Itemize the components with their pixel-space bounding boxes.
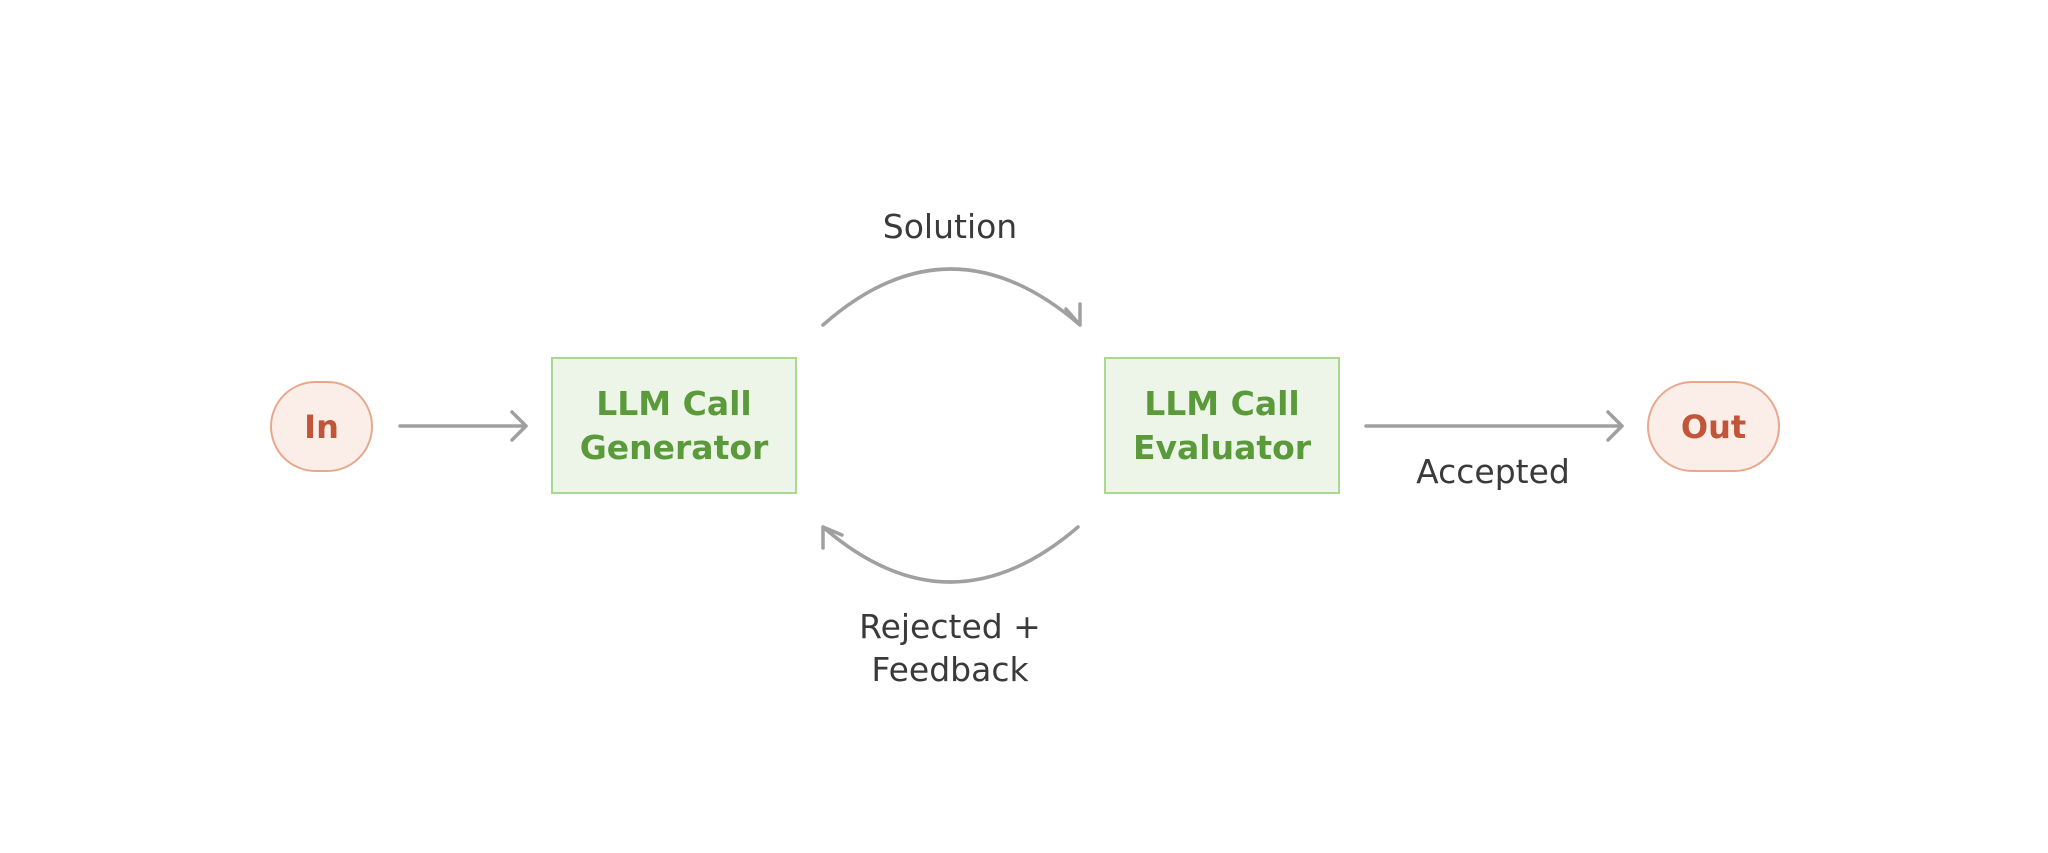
feedback-label: Rejected + Feedback [830,605,1070,691]
evaluator-line1: LLM Call [1144,383,1300,423]
generator-node: LLM Call Generator [551,357,797,494]
in-node-label: In [304,407,339,446]
accepted-label: Accepted [1416,452,1570,491]
evaluator-line2: Evaluator [1132,427,1312,467]
feedback-label-line1: Rejected + [859,607,1041,646]
generator-line1: LLM Call [596,383,752,423]
feedback-arc-arrow [821,525,1080,584]
out-node: Out [1647,381,1780,472]
solution-arc-arrow [821,267,1082,327]
evaluator-node: LLM Call Evaluator [1104,357,1340,494]
in-to-generator-arrow [398,410,528,442]
in-node: In [270,381,373,472]
out-node-label: Out [1680,407,1747,446]
evaluator-to-out-arrow [1364,410,1624,442]
generator-line2: Generator [579,427,769,467]
feedback-label-line2: Feedback [871,650,1029,689]
solution-label: Solution [882,207,1018,246]
